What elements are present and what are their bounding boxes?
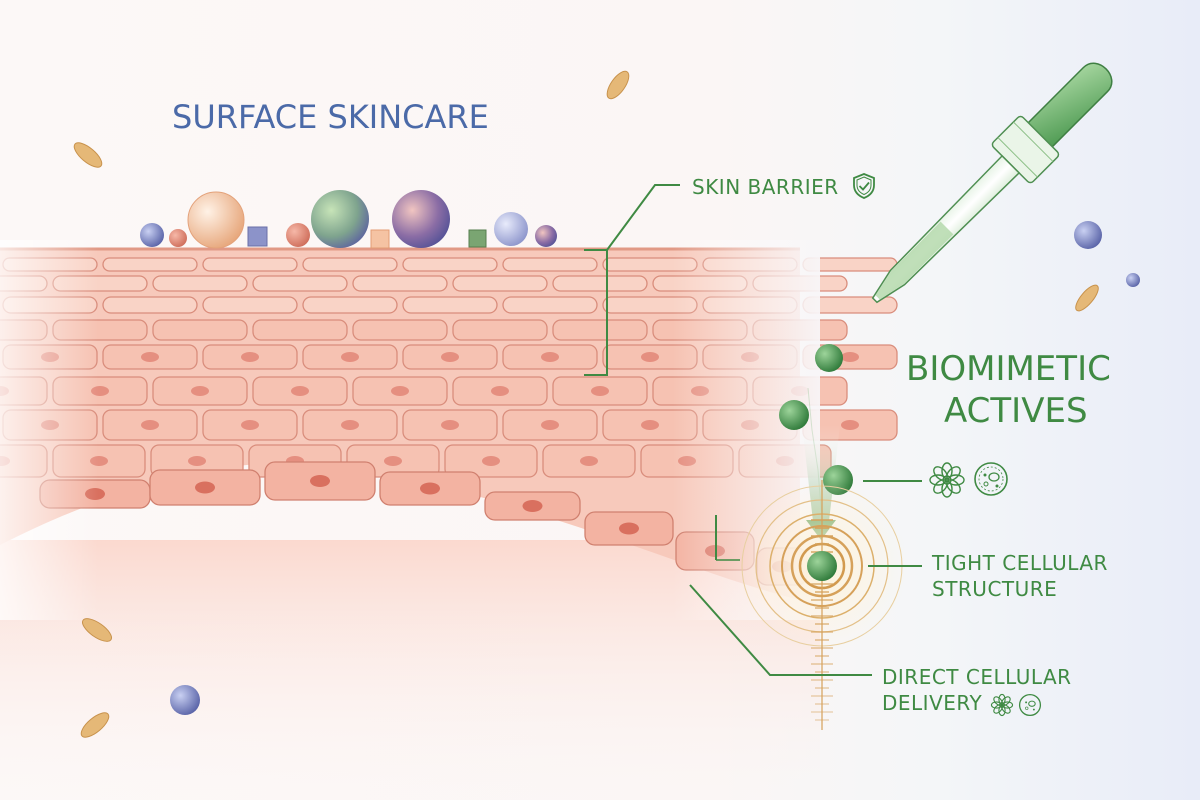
- droplet-target: [807, 551, 837, 581]
- surface-skincare-title: SURFACE SKINCARE: [172, 98, 489, 136]
- molecule-blue-small: [140, 223, 164, 247]
- molecule-green-large: [311, 190, 369, 248]
- cell-icon: [1018, 693, 1042, 717]
- molecule-red-medium: [286, 223, 310, 247]
- skin-barrier-callout: SKIN BARRIER: [584, 173, 875, 376]
- particle-blue: [1074, 221, 1102, 249]
- cellular-target: [737, 480, 922, 730]
- leaf-seed-icon: [82, 618, 112, 642]
- particle-blue-bottom: [170, 685, 200, 715]
- tight-structure-line1: TIGHT CELLULAR: [931, 551, 1108, 575]
- molecule-red-small: [169, 229, 187, 247]
- skin-barrier-label: SKIN BARRIER: [692, 175, 839, 199]
- biomimetic-title-line2: ACTIVES: [944, 391, 1088, 431]
- molecule-square-blue: [247, 226, 268, 247]
- floating-particles: [73, 70, 1140, 738]
- particle-blue-small: [1126, 273, 1140, 287]
- cell-icon: [974, 462, 1008, 496]
- leaf-seed-icon: [73, 142, 103, 168]
- direct-delivery-line1: DIRECT CELLULAR: [882, 665, 1072, 689]
- molecule-softblue: [494, 212, 528, 246]
- cell-nucleus: [841, 420, 859, 430]
- molecule-purple-large: [392, 190, 450, 248]
- molecule-purple-small: [535, 225, 557, 247]
- biomimetic-title-line1: BIOMIMETIC: [906, 349, 1111, 389]
- droplet-1: [815, 344, 843, 372]
- leaf-seed-icon: [1075, 284, 1099, 312]
- droplet-2: [779, 400, 809, 430]
- leaf-seed-icon: [80, 712, 110, 738]
- direct-delivery-callout: [689, 515, 872, 676]
- dropper-icon: [871, 62, 1113, 304]
- leaf-seed-icon: [606, 70, 630, 100]
- surface-molecules: [140, 190, 557, 249]
- shield-check-icon: [853, 173, 875, 199]
- molecule-square-peach: [370, 229, 390, 249]
- flower-icon: [929, 462, 965, 498]
- cell-nucleus: [841, 352, 859, 362]
- skin-tissue: [0, 240, 898, 620]
- direct-delivery-line2: DELIVERY: [882, 691, 983, 715]
- flower-icon: [990, 693, 1014, 717]
- molecule-square-green: [468, 229, 487, 248]
- tight-structure-line2: STRUCTURE: [932, 577, 1057, 601]
- molecule-peach-large: [187, 191, 245, 249]
